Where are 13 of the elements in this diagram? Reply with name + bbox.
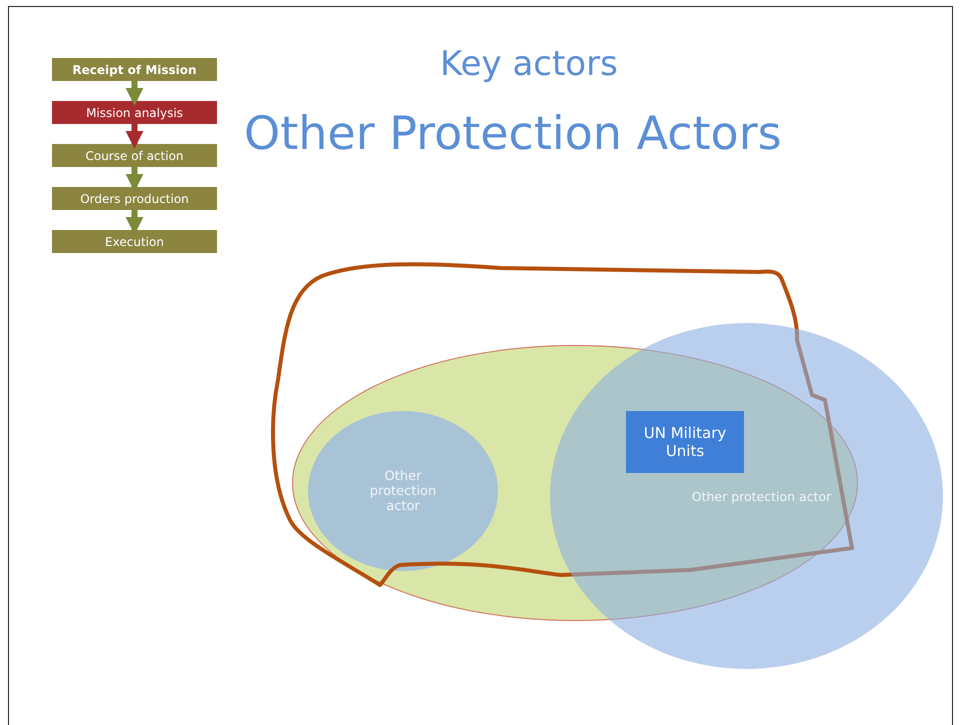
- unit-box: UN Military Units: [626, 411, 744, 473]
- process-step: Receipt of Mission: [52, 58, 217, 81]
- arrow: [126, 167, 144, 192]
- process-step: Execution: [52, 230, 217, 253]
- subtitle: Key actors: [440, 44, 618, 84]
- arrow: [126, 124, 144, 149]
- process-step: Course of action: [52, 144, 217, 167]
- title: Other Protection Actors: [244, 106, 782, 160]
- actor-circle: Other protection actor: [308, 411, 498, 571]
- process-step: Mission analysis: [52, 101, 217, 124]
- arrow: [126, 81, 144, 106]
- process-step: Orders production: [52, 187, 217, 210]
- arrow: [126, 210, 144, 235]
